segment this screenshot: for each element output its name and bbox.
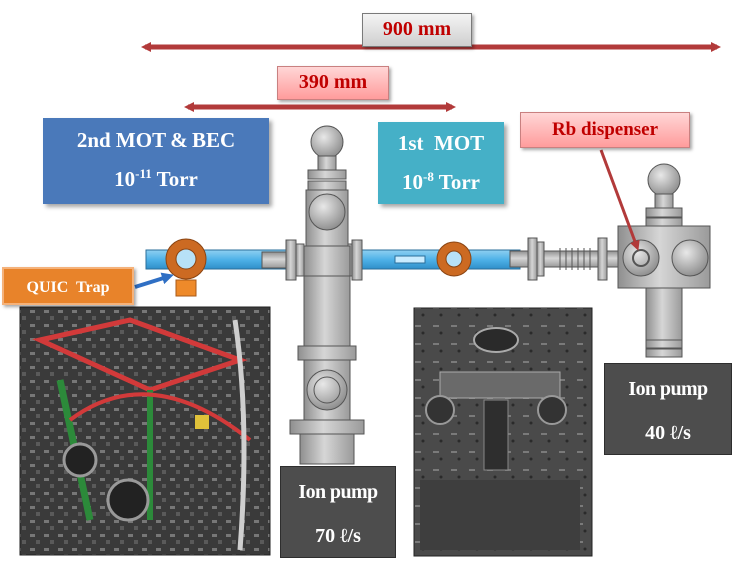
first-mot-title: 1st MOT	[397, 131, 485, 155]
rb-dispenser-port	[622, 239, 660, 277]
quic-coil	[165, 238, 207, 297]
photo-first-mot-apparatus	[413, 307, 593, 557]
quic-trap-pointer	[134, 272, 174, 289]
first-mot-chamber-label: 1st MOT 10-8 Torr	[378, 122, 504, 204]
second-mot-pressure-exp: -11	[135, 166, 152, 181]
quic-trap-label: QUIC Trap	[2, 267, 134, 305]
rb-dispenser-pointer	[599, 149, 640, 251]
bellows-section	[509, 250, 626, 268]
overall-length-label: 900 mm	[362, 13, 472, 47]
second-mot-pressure-unit: Torr	[151, 167, 198, 191]
ion-pump-70-title: Ion pump	[298, 481, 378, 503]
first-mot-pressure-unit: Torr	[433, 170, 480, 194]
rb-dispenser-label: Rb dispenser	[520, 112, 690, 148]
ion-pump-70-label: Ion pump 70 ℓ/s	[280, 466, 396, 558]
ion-pump-40-speed: 40 ℓ/s	[645, 422, 691, 444]
second-mot-pressure: 10-11 Torr	[43, 157, 269, 196]
first-mot-pressure-base: 10	[402, 170, 424, 194]
first-mot-pressure: 10-8 Torr	[378, 160, 504, 199]
first-mot-coil	[436, 241, 472, 277]
second-mot-title: 2nd MOT & BEC	[76, 128, 236, 152]
ion-pump-70-speed: 70 ℓ/s	[315, 525, 361, 547]
first-mot-pressure-exp: -8	[423, 169, 434, 184]
vacuum-line	[145, 237, 626, 281]
mot-separation-label: 390 mm	[277, 66, 389, 100]
left-vacuum-column	[289, 125, 365, 465]
second-mot-chamber-label: 2nd MOT & BEC 10-11 Torr	[43, 118, 269, 204]
second-mot-pressure-base: 10	[114, 167, 136, 191]
ion-pump-40-label: Ion pump 40 ℓ/s	[604, 363, 732, 455]
ion-pump-40-title: Ion pump	[628, 378, 708, 400]
photo-second-mot-apparatus	[19, 306, 271, 556]
valve-knob	[310, 125, 344, 159]
right-vacuum-cross	[617, 163, 711, 358]
